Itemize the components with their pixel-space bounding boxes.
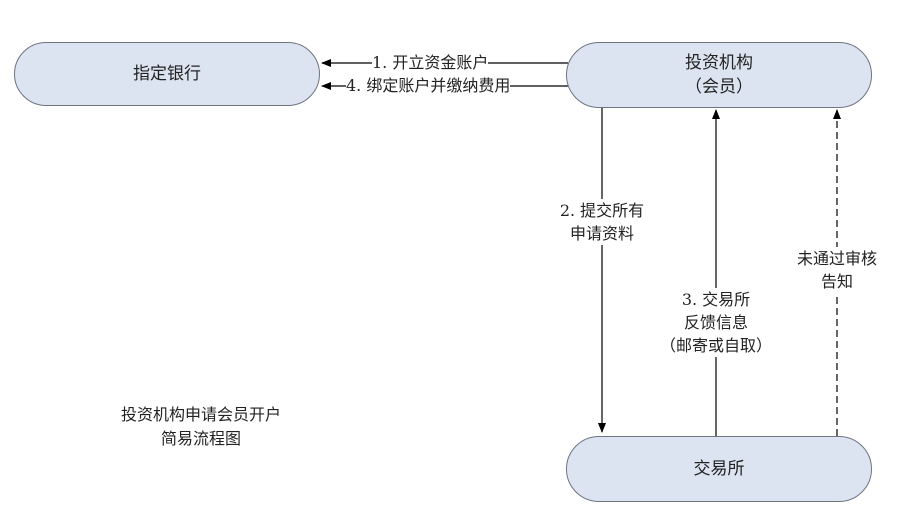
edge-open-account-label: 1. 开立资金账户 bbox=[372, 51, 489, 74]
edge-feedback-line3: （邮寄或自取） bbox=[659, 336, 772, 355]
edge-rejected-label: 未通过审核 告知 bbox=[785, 247, 889, 293]
edge-feedback-label: 3. 交易所 反馈信息 （邮寄或自取） bbox=[650, 288, 782, 357]
diagram-caption-line2: 简易流程图 bbox=[160, 429, 241, 448]
diagram-caption: 投资机构申请会员开户 简易流程图 bbox=[95, 403, 307, 451]
edge-rejected-line2: 告知 bbox=[820, 272, 853, 291]
edge-rejected-line1: 未通过审核 bbox=[796, 249, 877, 268]
edge-submit-docs-label: 2. 提交所有 申请资料 bbox=[548, 199, 656, 245]
edge-submit-docs-line1: 2. 提交所有 bbox=[559, 201, 645, 220]
diagram-caption-line1: 投资机构申请会员开户 bbox=[120, 405, 281, 424]
edge-submit-docs-line2: 申请资料 bbox=[569, 224, 634, 243]
edge-bind-account-label: 4. 绑定账户并缴纳费用 bbox=[346, 74, 511, 97]
node-institution-role: （会员） bbox=[685, 77, 753, 97]
edge-feedback-line2: 反馈信息 bbox=[683, 313, 748, 332]
node-bank: 指定银行 bbox=[14, 42, 320, 106]
node-bank-label: 指定银行 bbox=[133, 64, 201, 84]
node-institution: 投资机构 （会员） bbox=[566, 42, 872, 108]
node-exchange: 交易所 bbox=[566, 436, 872, 502]
node-exchange-label: 交易所 bbox=[693, 459, 745, 479]
edge-feedback-line1: 3. 交易所 bbox=[681, 290, 751, 309]
node-institution-name: 投资机构 bbox=[685, 53, 753, 73]
